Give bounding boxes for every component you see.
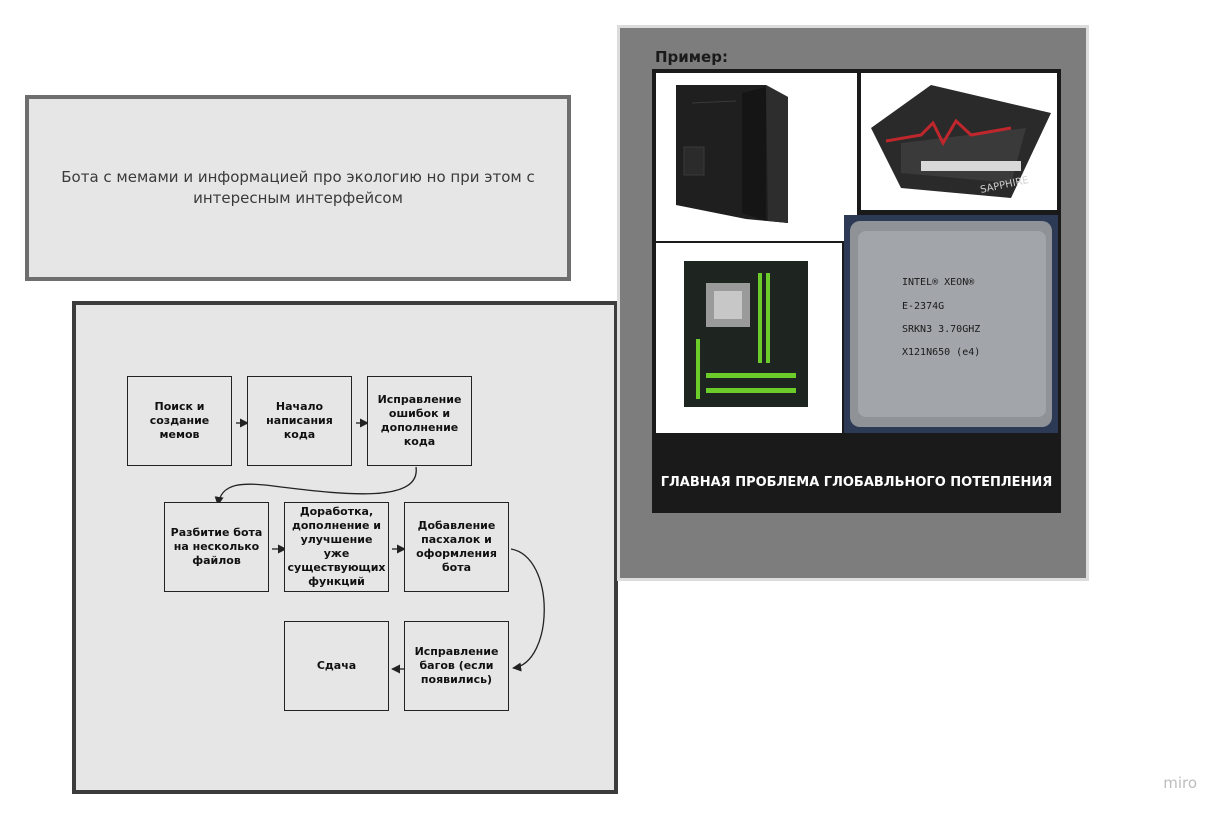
example-photo-panel: SAPPHIRE INTEL® XEON® E-2374G SRKN3 3.70… — [652, 69, 1061, 513]
cpu-text-line-4: X121N650 (e4) — [902, 347, 980, 358]
idea-text: Бота с мемами и информацией про экологию… — [61, 168, 535, 207]
flow-step-5: Доработка, дополнение и улучшение уже су… — [284, 502, 389, 592]
edge-6-7 — [510, 548, 545, 672]
flow-step-7: Исправление багов (если появились) — [404, 621, 509, 711]
pc-case-image — [656, 73, 857, 241]
motherboard-image — [656, 243, 842, 433]
flow-step-6: Добавление пасхалок и оформления бота — [404, 502, 509, 592]
cpu-text-line-3: SRKN3 3.70GHZ — [902, 324, 980, 335]
cpu-text-line-2: E-2374G — [902, 301, 944, 312]
flow-step-1: Поиск и создание мемов — [127, 376, 232, 466]
cpu-text-line-1: INTEL® XEON® — [902, 277, 975, 288]
example-frame: Пример: SAPPHIRE — [617, 25, 1089, 581]
example-caption: ГЛАВНАЯ ПРОБЛЕМА ГЛОБАВЛЬНОГО ПОТЕПЛЕНИЯ — [660, 475, 1053, 490]
idea-frame: Бота с мемами и информацией про экологию… — [25, 95, 571, 281]
flow-step-3: Исправление ошибок и дополнение кода — [367, 376, 472, 466]
example-title: Пример: — [655, 48, 728, 66]
miro-watermark: miro — [1163, 774, 1197, 792]
edge-3-4 — [214, 466, 417, 506]
flow-step-2: Начало написания кода — [247, 376, 352, 466]
plan-frame: Поиск и создание мемов Начало написания … — [72, 301, 618, 794]
flow-step-4: Разбитие бота на несколько файлов — [164, 502, 269, 592]
gpu-image: SAPPHIRE — [861, 73, 1057, 210]
flow-step-8: Сдача — [284, 621, 389, 711]
cpu-image: INTEL® XEON® E-2374G SRKN3 3.70GHZ X121N… — [844, 215, 1058, 433]
